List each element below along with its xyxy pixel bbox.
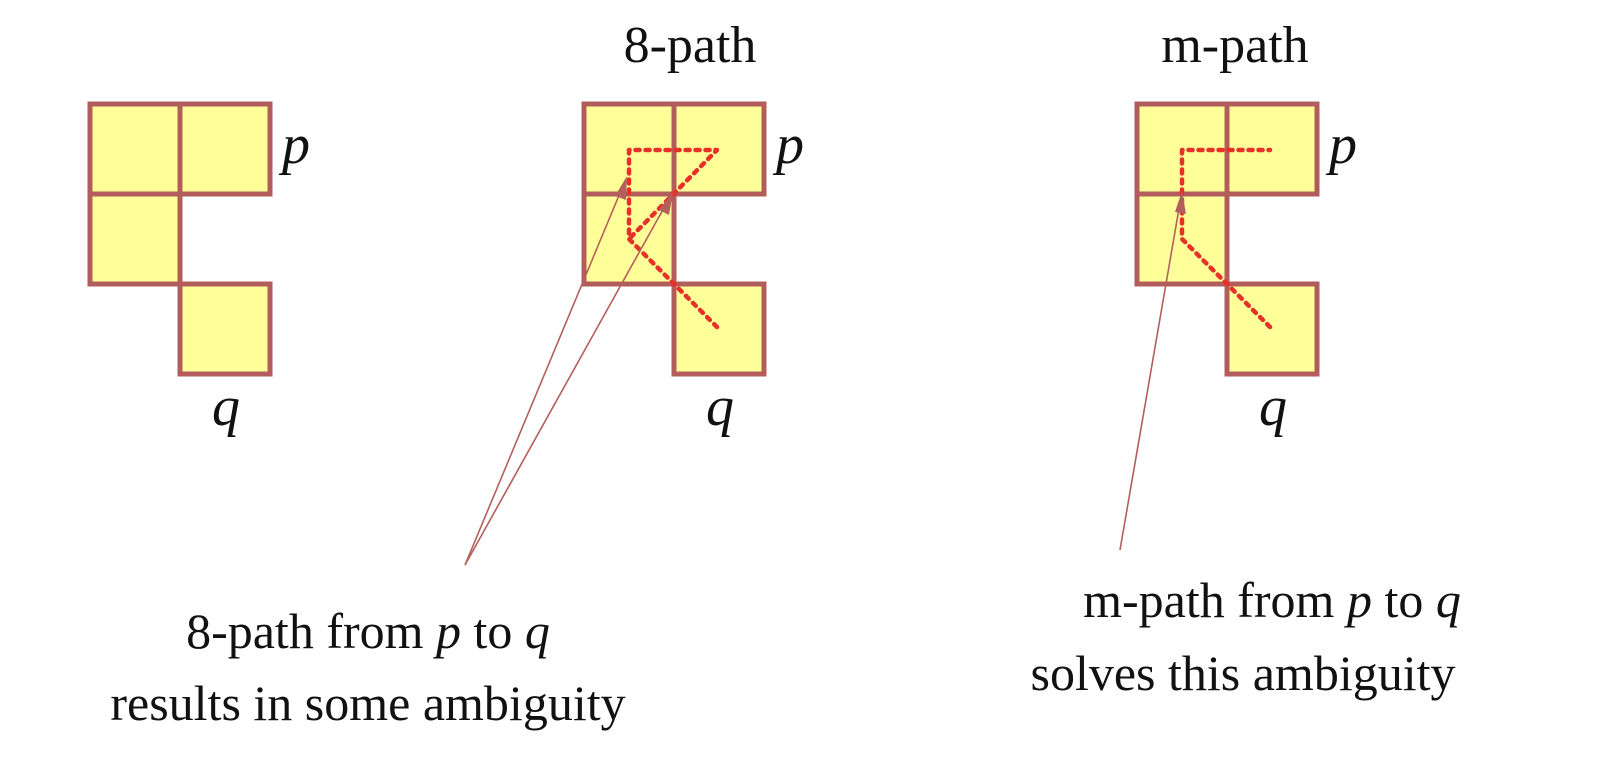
- q-label: q: [706, 376, 734, 438]
- p-label: p: [278, 114, 310, 176]
- pointer-line-2: [464, 196, 671, 566]
- cell-top-right-p: [177, 101, 273, 197]
- pointer-arrowhead-2: [659, 192, 673, 215]
- caption-line-2: results in some ambiguity: [110, 675, 625, 731]
- pointer-line-3: [1119, 196, 1182, 551]
- pointers: [464, 176, 1186, 566]
- q-label: q: [212, 376, 240, 438]
- p-label: p: [772, 114, 804, 176]
- panel-m-path: m-path p q: [1134, 17, 1357, 438]
- caption-q: q: [525, 603, 550, 659]
- caption-line-1: m-path from p to q: [1083, 572, 1461, 628]
- caption-8-path: 8-path from p to q results in some ambig…: [110, 603, 625, 731]
- pointer-line-1: [464, 180, 626, 566]
- 8-path-route: [626, 147, 720, 330]
- caption-text: to: [461, 603, 525, 659]
- cell-bottom-q: [177, 281, 273, 377]
- caption-p: p: [433, 603, 461, 659]
- panel-title: 8-path: [624, 17, 757, 74]
- q-label: q: [1259, 376, 1287, 438]
- caption-q: q: [1436, 572, 1461, 628]
- panel-8-path: 8-path p q: [581, 17, 804, 438]
- caption-line-2: solves this ambiguity: [1031, 645, 1456, 701]
- caption-p: p: [1344, 572, 1372, 628]
- caption-line-1: 8-path from p to q: [186, 603, 550, 659]
- cell-middle-left: [87, 191, 183, 287]
- caption-text: 8-path from: [186, 603, 436, 659]
- caption-text: to: [1372, 572, 1436, 628]
- caption-text: m-path from: [1083, 572, 1347, 628]
- caption-m-path: m-path from p to q solves this ambiguity: [1031, 572, 1461, 701]
- pointer-arrowhead-3: [1175, 191, 1186, 214]
- panel-title: m-path: [1161, 17, 1308, 74]
- cell-top-left: [87, 101, 183, 197]
- p-label: p: [1325, 114, 1357, 176]
- pointer-arrowhead-1: [615, 176, 627, 200]
- panel-plain: p q: [87, 101, 310, 438]
